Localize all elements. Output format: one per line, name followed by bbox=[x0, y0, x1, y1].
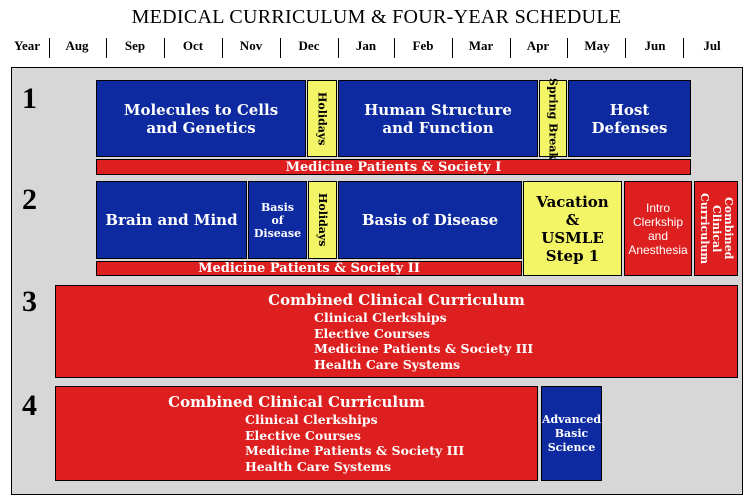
vacation-line-3: USMLE bbox=[541, 228, 604, 247]
block-mps-1: Medicine Patients & Society I bbox=[96, 159, 691, 175]
brain-and-mind-label: Brain and Mind bbox=[105, 211, 238, 229]
year4-heading: Combined Clinical Curriculum bbox=[168, 393, 425, 411]
vacation-line-2: & bbox=[565, 210, 580, 229]
month-divider bbox=[510, 38, 511, 58]
month-divider bbox=[683, 38, 684, 58]
advanced-line-2: Basic bbox=[554, 426, 589, 440]
month-divider bbox=[625, 38, 626, 58]
intro-line-2: Clerkship bbox=[632, 214, 683, 229]
month-label-jan: Jan bbox=[355, 38, 377, 53]
advanced-line-1: Advanced bbox=[541, 412, 602, 426]
year4-item: Clinical Clerkships bbox=[245, 412, 378, 427]
month-divider bbox=[567, 38, 568, 58]
month-label-year: Year bbox=[14, 38, 40, 53]
vacation-line-4: Step 1 bbox=[545, 246, 600, 265]
month-divider bbox=[49, 38, 50, 58]
intro-line-3: and bbox=[647, 228, 669, 243]
holidays-label: Holidays bbox=[316, 193, 329, 247]
year4-item: Elective Courses bbox=[245, 427, 361, 443]
advanced-line-3: Science bbox=[547, 440, 596, 454]
month-divider bbox=[280, 38, 281, 58]
month-divider bbox=[394, 38, 395, 58]
year3-item-list: Clinical Clerkships Elective Courses Med… bbox=[314, 310, 533, 372]
month-label-nov: Nov bbox=[239, 38, 263, 53]
holidays-label: Holidays bbox=[315, 91, 329, 146]
mps-1-label: Medicine Patients & Society I bbox=[285, 159, 502, 175]
block-holidays-year2: Holidays bbox=[308, 181, 337, 259]
block-molecules-line-2: and Genetics bbox=[146, 118, 256, 137]
intro-line-1: Intro bbox=[645, 200, 670, 215]
block-holidays-year1: Holidays bbox=[307, 80, 337, 157]
month-label-mar: Mar bbox=[468, 38, 494, 53]
vacation-line-1: Vacation bbox=[536, 192, 609, 211]
block-basis-of-disease: Basis of Disease bbox=[338, 181, 522, 259]
month-label-jul: Jul bbox=[703, 38, 721, 53]
year4-item: Health Care Systems bbox=[245, 458, 392, 474]
month-label-jun: Jun bbox=[644, 38, 666, 53]
year-number-1: 1 bbox=[22, 82, 37, 115]
block-spring-break: Spring Break bbox=[539, 77, 567, 160]
month-label-may: May bbox=[584, 38, 610, 53]
year-number-3: 3 bbox=[22, 285, 37, 318]
month-divider bbox=[106, 38, 107, 58]
block-human-line-1: Human Structure bbox=[364, 100, 512, 119]
basis-of-disease-label: Basis of Disease bbox=[361, 211, 499, 229]
block-mps-2: Medicine Patients & Society II bbox=[96, 261, 522, 276]
block-combined-clinical-vertical: Combined Clinical Curriculum bbox=[694, 181, 738, 276]
block-combined-clinical-year4: Combined Clinical Curriculum Clinical Cl… bbox=[55, 386, 538, 481]
block-brain-and-mind: Brain and Mind bbox=[96, 181, 247, 259]
basis-small-line-2: of bbox=[271, 213, 284, 227]
block-intro-clerkship: Intro Clerkship and Anesthesia bbox=[624, 181, 692, 276]
block-host-defenses: Host Defenses bbox=[568, 80, 691, 157]
combined-vert-line-1: Combined bbox=[722, 197, 735, 260]
block-advanced-basic-science: Advanced Basic Science bbox=[541, 386, 602, 481]
month-header: Year Aug Sep Oct Nov Dec Jan Feb Mar Apr… bbox=[0, 38, 753, 62]
month-label-feb: Feb bbox=[412, 38, 434, 53]
month-divider bbox=[452, 38, 453, 58]
month-divider bbox=[164, 38, 165, 58]
year4-item: Medicine Patients & Society III bbox=[245, 443, 465, 458]
block-host-line-1: Host bbox=[609, 100, 650, 119]
month-divider bbox=[222, 38, 223, 58]
year3-heading: Combined Clinical Curriculum bbox=[268, 291, 525, 309]
year3-item: Elective Courses bbox=[314, 325, 430, 341]
spring-break-label: Spring Break bbox=[546, 77, 560, 160]
block-basis-of-disease-small: Basis of Disease bbox=[248, 181, 307, 259]
month-label-dec: Dec bbox=[298, 38, 320, 53]
year3-item: Health Care Systems bbox=[314, 356, 461, 372]
block-host-line-2: Defenses bbox=[591, 118, 668, 137]
block-molecules-line-1: Molecules to Cells bbox=[123, 100, 279, 119]
block-human-structure: Human Structure and Function bbox=[338, 80, 538, 157]
year3-item: Medicine Patients & Society III bbox=[314, 341, 534, 356]
block-vacation-usmle: Vacation & USMLE Step 1 bbox=[523, 181, 622, 276]
combined-vert-line-3: Curriculum bbox=[698, 192, 711, 265]
block-combined-clinical-year3: Combined Clinical Curriculum Clinical Cl… bbox=[55, 285, 738, 378]
year-number-2: 2 bbox=[22, 183, 37, 216]
year4-item-list: Clinical Clerkships Elective Courses Med… bbox=[245, 412, 464, 474]
combined-vert-line-2: Clinical bbox=[710, 204, 723, 253]
month-divider bbox=[338, 38, 339, 58]
block-molecules-to-cells: Molecules to Cells and Genetics bbox=[96, 80, 306, 157]
month-label-aug: Aug bbox=[65, 38, 89, 53]
basis-small-line-1: Basis bbox=[261, 200, 294, 214]
mps-2-label: Medicine Patients & Society II bbox=[198, 261, 420, 276]
month-label-sep: Sep bbox=[124, 38, 146, 53]
year3-item: Clinical Clerkships bbox=[314, 310, 447, 325]
schedule-title: MEDICAL CURRICULUM & FOUR-YEAR SCHEDULE bbox=[131, 6, 622, 28]
year-number-4: 4 bbox=[22, 389, 37, 422]
block-human-line-2: and Function bbox=[382, 118, 494, 137]
basis-small-line-3: Disease bbox=[253, 226, 302, 240]
month-label-apr: Apr bbox=[526, 38, 550, 53]
month-label-oct: Oct bbox=[182, 38, 204, 53]
intro-line-4: Anesthesia bbox=[628, 242, 688, 257]
